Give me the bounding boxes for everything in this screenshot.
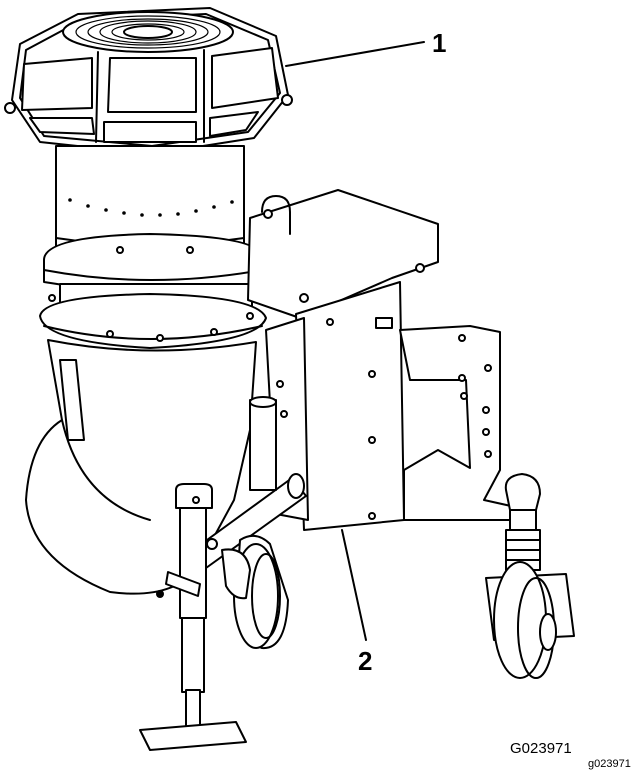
jack-stand xyxy=(139,483,247,751)
frame-arm xyxy=(399,325,525,521)
vent-holes xyxy=(68,198,234,217)
side-plate xyxy=(247,189,439,319)
fan-hood xyxy=(4,7,293,160)
lower-flange xyxy=(39,283,267,349)
figure-code: G023971 xyxy=(510,740,572,757)
right-caster xyxy=(485,473,575,679)
blower-housing xyxy=(25,339,257,598)
leader-lines xyxy=(285,41,425,641)
tow-tongue xyxy=(195,396,307,650)
callout-1: 1 xyxy=(432,28,447,58)
file-code: g023971 xyxy=(588,758,631,770)
callout-2: 2 xyxy=(358,646,373,676)
